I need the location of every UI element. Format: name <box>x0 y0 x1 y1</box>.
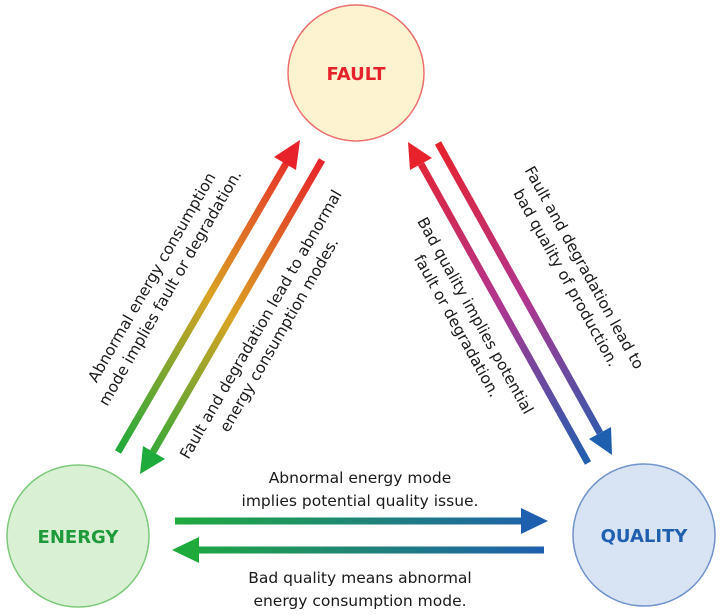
edge-label-line: implies potential quality issue. <box>242 492 479 510</box>
node-energy-label: ENERGY <box>38 527 120 548</box>
edge-label-line: bad quality of production. <box>509 186 622 370</box>
edge-label-line: energy consumption modes. <box>216 235 342 436</box>
node-quality-label: QUALITY <box>601 526 689 547</box>
node-energy: ENERGY <box>6 464 150 608</box>
edge-label-line: Bad quality means abnormal <box>248 569 471 587</box>
arrow-fault-to-energy <box>140 158 326 474</box>
edge-label-line: Abnormal energy mode <box>269 469 452 487</box>
arrow-fault-to-quality <box>434 141 612 455</box>
node-quality: QUALITY <box>572 463 716 607</box>
node-fault: FAULT <box>287 4 425 142</box>
edge-label-line: energy consumption mode. <box>253 592 466 610</box>
arrow-quality-to-fault <box>408 142 592 465</box>
edge-label-line: Fault and degradation lead to <box>521 163 648 372</box>
arrow-energy-to-fault <box>114 140 300 454</box>
edge-label-energy-to-quality: Abnormal energy mode implies potential q… <box>242 469 479 510</box>
arrow-energy-to-quality <box>175 508 548 534</box>
node-fault-label: FAULT <box>327 64 387 85</box>
edge-label-quality-to-energy: Bad quality means abnormal energy consum… <box>248 569 471 610</box>
arrow-quality-to-energy <box>172 537 544 563</box>
edge-label-line: Abnormal energy consumption <box>84 170 219 386</box>
edge-label-line: Bad quality implies potential <box>413 214 536 417</box>
